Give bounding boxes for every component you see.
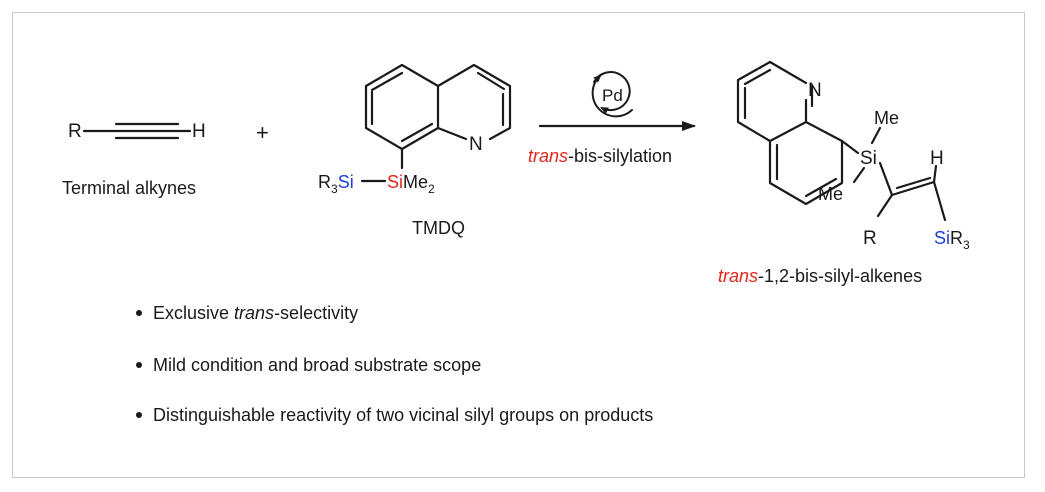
bullet-item-1: Exclusive trans-selectivity bbox=[153, 303, 358, 323]
catalyst-label: Pd bbox=[602, 86, 623, 105]
bullet-1-post: -selectivity bbox=[274, 303, 358, 323]
tmdq-me2-subscript: 2 bbox=[428, 182, 435, 196]
catalytic-cycle-arrow-top bbox=[593, 71, 631, 114]
product-benzo-ring bbox=[768, 120, 844, 206]
product-si-me-bottom-bond bbox=[852, 166, 866, 184]
alkyne-r-label: R bbox=[68, 121, 82, 142]
tmdq-pyridine-double-1 bbox=[476, 71, 506, 91]
terminal-alkyne: R H Terminal alkynes bbox=[62, 121, 206, 198]
product-pyridine-bond-a bbox=[768, 60, 808, 85]
product-r3-text: R bbox=[950, 228, 963, 248]
product-caption: trans-1,2-bis-silyl-alkenes bbox=[718, 266, 922, 286]
arrow-condition-label: trans-bis-silylation bbox=[528, 146, 672, 166]
bullet-list: Exclusive trans-selectivity Mild conditi… bbox=[136, 303, 653, 425]
product-caption-rest: -1,2-bis-silyl-alkenes bbox=[758, 266, 922, 286]
product-sir3-label: SiR3 bbox=[934, 228, 970, 252]
product-pyridine-double-1 bbox=[743, 68, 772, 86]
product-c-si-bond bbox=[840, 139, 860, 155]
product-alkene-double bbox=[895, 176, 932, 190]
tmdq-me2-text: Me bbox=[403, 172, 428, 192]
bullet-2-pre: Mild condition and broad substrate scope bbox=[153, 355, 481, 375]
product-caption-italic: trans bbox=[718, 266, 758, 286]
alkyne-h-label: H bbox=[192, 121, 206, 142]
bullet-3-pre: Distinguishable reactivity of two vicina… bbox=[153, 405, 653, 425]
tmdq-benzo-ring bbox=[364, 63, 440, 151]
tmdq-caption: TMDQ bbox=[412, 218, 465, 238]
product-me-bottom-label: Me bbox=[818, 184, 843, 204]
product-si-me-top-bond bbox=[870, 126, 882, 145]
product-structure: N Si Me Me R H SiR3 trans-1,2-bis-silyl-… bbox=[718, 60, 970, 286]
product-r-label: R bbox=[863, 228, 877, 249]
product-si-label: Si bbox=[860, 148, 877, 169]
bullet-dot-3 bbox=[136, 412, 142, 418]
product-h-label: H bbox=[930, 148, 944, 169]
product-r3-subscript: 3 bbox=[963, 238, 970, 252]
tmdq-pyridine-ring bbox=[436, 63, 512, 141]
product-alkene-bond bbox=[890, 180, 936, 197]
reaction-arrow: Pd trans-bis-silylation bbox=[528, 71, 696, 166]
product-pyridine-ring bbox=[736, 60, 808, 143]
tmdq-structure: N R3Si SiMe2 TMDQ bbox=[318, 63, 512, 238]
tmdq-r3-subscript: 3 bbox=[331, 182, 338, 196]
arrow-condition-rest: -bis-silylation bbox=[568, 146, 672, 166]
bullet-1-pre: Exclusive bbox=[153, 303, 234, 323]
tmdq-r3-text: R bbox=[318, 172, 331, 192]
tmdq-sime2-label: SiMe2 bbox=[387, 172, 435, 196]
tmdq-pyridine-cn-bond bbox=[436, 126, 468, 141]
product-si-vinyl-bond bbox=[878, 161, 894, 197]
arrow-condition-italic: trans bbox=[528, 146, 568, 166]
product-n-label: N bbox=[808, 80, 822, 101]
alkyne-caption: Terminal alkynes bbox=[62, 178, 196, 198]
product-benzo-double-2 bbox=[804, 177, 838, 198]
tmdq-r3si-label: R3Si bbox=[318, 172, 354, 196]
tmdq-si-right-text: Si bbox=[387, 172, 403, 192]
bullet-dot-1 bbox=[136, 310, 142, 316]
bullet-dot-2 bbox=[136, 362, 142, 368]
product-c-r-bond bbox=[876, 193, 894, 218]
tmdq-si-left-text: Si bbox=[338, 172, 354, 192]
bullet-item-2: Mild condition and broad substrate scope bbox=[153, 355, 481, 375]
figure-frame bbox=[12, 12, 1025, 478]
bullet-1-italic: trans bbox=[234, 303, 274, 323]
tmdq-n-label: N bbox=[469, 134, 483, 155]
catalytic-cycle-arrow-bottom bbox=[591, 74, 633, 118]
product-me-top-label: Me bbox=[874, 108, 899, 128]
tmdq-benzo-double-1 bbox=[370, 71, 404, 92]
product-si-r3-si-text: Si bbox=[934, 228, 950, 248]
plus-sign: + bbox=[256, 120, 269, 145]
tmdq-benzo-double-3 bbox=[400, 122, 434, 143]
product-c-h-bond bbox=[932, 164, 938, 184]
product-c-sir3-bond bbox=[932, 180, 947, 222]
bullet-item-3: Distinguishable reactivity of two vicina… bbox=[153, 405, 653, 425]
